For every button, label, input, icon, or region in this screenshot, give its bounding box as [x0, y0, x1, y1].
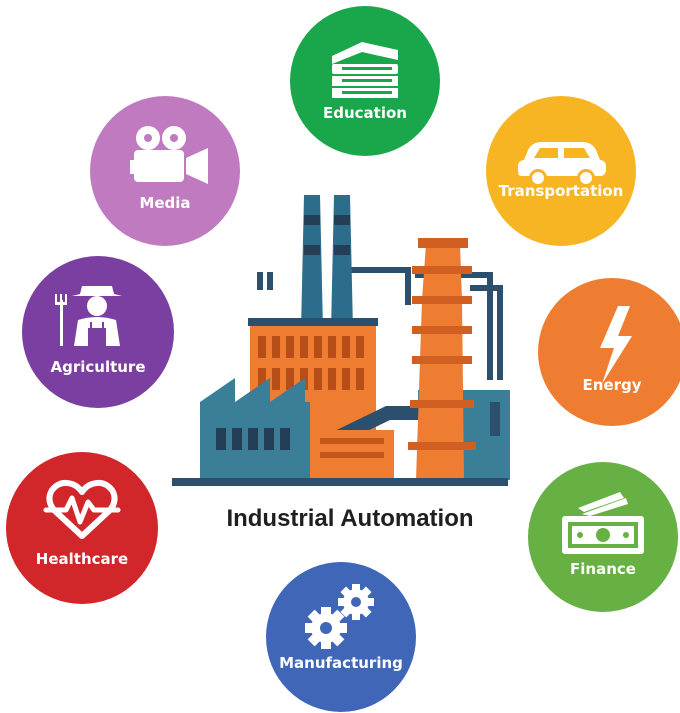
agriculture-node: Agriculture	[22, 256, 174, 408]
manufacturing-label: Manufacturing	[279, 654, 403, 672]
media-node: Media	[90, 96, 240, 246]
energy-label: Energy	[582, 376, 642, 394]
transportation-node: Transportation	[486, 96, 636, 246]
factory-illustration	[172, 195, 510, 486]
farmer-icon	[55, 286, 122, 346]
smokestack	[301, 195, 323, 330]
ground-line	[172, 478, 508, 486]
smokestack	[331, 195, 353, 330]
transportation-label: Transportation	[498, 182, 624, 200]
media-label: Media	[139, 194, 191, 212]
agriculture-label: Agriculture	[50, 358, 146, 376]
chimney	[408, 238, 476, 480]
lightning-icon	[600, 306, 632, 384]
education-node: Education	[290, 6, 440, 156]
movie-camera-icon	[130, 126, 208, 184]
diagram-title: Industrial Automation	[226, 505, 474, 532]
education-label: Education	[323, 104, 407, 122]
healthcare-label: Healthcare	[35, 550, 129, 568]
manufacturing-node: Manufacturing	[266, 562, 416, 712]
books-icon	[332, 42, 398, 98]
money-icon	[562, 492, 644, 554]
finance-label: Finance	[570, 560, 636, 578]
healthcare-node: Healthcare	[6, 452, 158, 604]
finance-node: Finance	[528, 462, 678, 612]
car-icon	[518, 142, 606, 187]
heartbeat-icon	[43, 479, 121, 539]
gears-icon	[305, 584, 374, 649]
energy-node: Energy	[538, 278, 680, 426]
